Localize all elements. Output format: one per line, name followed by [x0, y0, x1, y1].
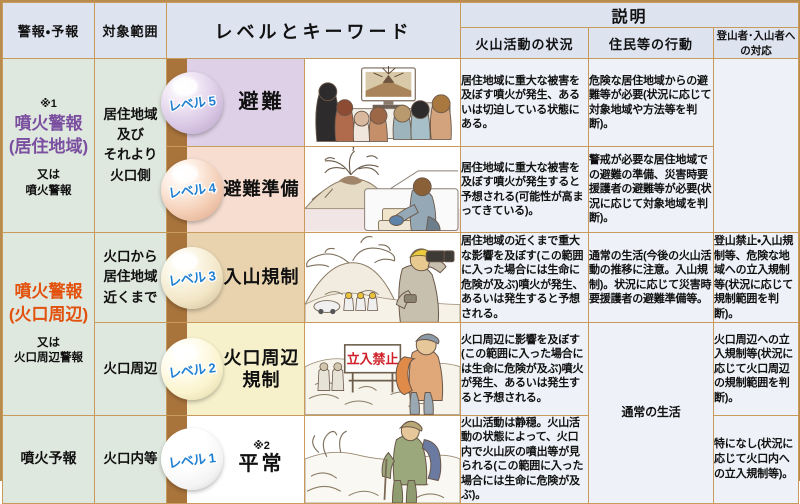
- volcanic-alert-level-table: 警報・予報 対象範囲 レベルとキーワード 説明 火山活動の状況 住民等の行動 登…: [0, 0, 800, 481]
- header-explanation: 説明: [459, 2, 800, 28]
- range-text-1: 火口から 居住地域 近くまで: [103, 249, 158, 305]
- activity-level-2: 火口周辺に影響を及ぼす(この範囲に入った場合には生命に危険が及ぶ)噴火が発生、あ…: [460, 322, 589, 416]
- level-1-badge-cell: レベル 1 ※2 平常: [161, 414, 305, 504]
- note-mark-2: ※2: [253, 440, 270, 453]
- note-mark-1: ※1: [40, 97, 57, 110]
- range-kakonai-to: 火口内等: [94, 414, 167, 504]
- header-range: 対象範囲: [94, 2, 167, 59]
- level-4-badge-cell: レベル 4 避難準備: [161, 146, 305, 233]
- climber-level-3: 登山禁止・入山規制等、危険な地域への立入規制等(状況に応じて規制範囲を判断)。: [712, 231, 800, 324]
- level-2-badge-cell: レベル 2 火口周辺 規制: [161, 322, 305, 416]
- warning-label-main: 噴火警報: [14, 114, 83, 134]
- activity-level-4: 居住地域に重大な被害を及ぼす噴火が発生すると予想される(可能性が高まってきている…: [460, 146, 589, 233]
- warning-label-alt1: 又は: [37, 336, 60, 349]
- header-level-keyword: レベルとキーワード: [166, 2, 461, 59]
- warning-label-main2: (火口周辺): [8, 304, 89, 324]
- range-text-3: 火口内等: [103, 451, 158, 467]
- range-kako-shuhen: 火口周辺: [94, 322, 167, 416]
- header-activity-status: 火山活動の状況: [460, 27, 589, 59]
- range-kako-kara-kyojuchiiki: 火口から 居住地域 近くまで: [94, 231, 167, 324]
- range-text-0: 居住地域 及び それより 火口側: [103, 106, 158, 183]
- level-3-badge-cell: レベル 3 入山規制: [161, 231, 305, 324]
- warning-funka-keiho-kyojuchiiki: ※1 噴火警報 (居住地域) 又は 噴火警報: [2, 58, 95, 233]
- level-1-label: レベル 1: [166, 449, 217, 472]
- level-5-keyword: 避難: [238, 91, 285, 114]
- level-3-sphere: レベル 3: [161, 246, 223, 309]
- resident-level-4: 警戒が必要な居住地域での避難の準備、災害時要援護者の避難等が必要(状況に応じて対…: [588, 146, 714, 233]
- resident-level-3: 通常の生活(今後の火山活動の推移に注意。入山規制)。状況に応じて災害時要援護者の…: [588, 231, 714, 324]
- svg-text:立入禁止: 立入禁止: [347, 352, 399, 368]
- climber-level-2: 火口周辺への立入規制等(状況に応じて火口周辺の規制範囲を判断)。: [712, 322, 800, 416]
- level-4-sphere: レベル 4: [161, 158, 223, 221]
- level-2-label: レベル 2: [166, 358, 217, 381]
- warning-funka-yoho: 噴火予報: [2, 414, 95, 504]
- level-1-keyword-text: 平常: [238, 453, 285, 476]
- resident-level-2-1-normal-life: 通常の生活: [588, 322, 714, 504]
- warning-funka-keiho-kakoshuhen: 噴火警報 (火口周辺) 又は 火口周辺警報: [2, 231, 95, 416]
- warning-label-alt2: 噴火警報: [25, 184, 72, 197]
- header-resident-action: 住民等の行動: [588, 27, 714, 59]
- warning-label-main: 噴火予報: [20, 450, 77, 467]
- level-1-sphere: レベル 1: [161, 428, 223, 491]
- header-warning: 警報・予報: [2, 2, 95, 59]
- illustration-level-2: 立入禁止: [304, 322, 461, 416]
- level-3-label: レベル 3: [166, 267, 217, 290]
- level-5-label: レベル 5: [166, 92, 217, 115]
- range-kyojuchiiki: 居住地域 及び それより 火口側: [94, 58, 167, 233]
- resident-level-5: 危険な居住地域からの避難等が必要(状況に応じて対象地域や方法等を判断)。: [588, 57, 714, 148]
- header-climber-response: 登山者･入山者への対応: [712, 27, 800, 59]
- level-4-keyword: 避難準備: [223, 179, 300, 200]
- illustration-level-4: [304, 146, 461, 233]
- warning-label-alt1: 又は: [37, 169, 60, 182]
- activity-level-5: 居住地域に重大な被害を及ぼす噴火が発生、あるいは切迫している状態にある。: [460, 57, 589, 148]
- level-2-keyword: 火口周辺 規制: [223, 347, 300, 391]
- level-4-label: レベル 4: [166, 179, 217, 202]
- climber-level-1: 特になし(状況に応じて火口内への立入規制等)。: [712, 414, 800, 504]
- warning-label-main2: (居住地域): [8, 137, 89, 157]
- warning-label-main: 噴火警報: [14, 281, 83, 301]
- level-5-sphere: レベル 5: [161, 71, 223, 134]
- illustration-level-1: [304, 414, 461, 504]
- climber-level-5-4: [712, 58, 800, 233]
- illustration-level-5: [304, 57, 461, 148]
- level-1-keyword: ※2 平常: [223, 441, 304, 477]
- illustration-level-3: [304, 231, 461, 324]
- activity-level-3: 居住地域の近くまで重大な影響を及ぼす(この範囲に入った場合には生命に危険が及ぶ)…: [460, 231, 589, 324]
- activity-level-1: 火山活動は静穏。火山活動の状態によって、火口内で火山灰の噴出等が見られる(この範…: [460, 414, 589, 504]
- level-3-keyword: 入山規制: [223, 267, 300, 288]
- level-2-sphere: レベル 2: [161, 338, 223, 400]
- warning-label-alt2: 火口周辺警報: [14, 352, 83, 365]
- range-text-2: 火口周辺: [103, 360, 158, 376]
- level-5-badge-cell: レベル 5 避難: [161, 57, 305, 148]
